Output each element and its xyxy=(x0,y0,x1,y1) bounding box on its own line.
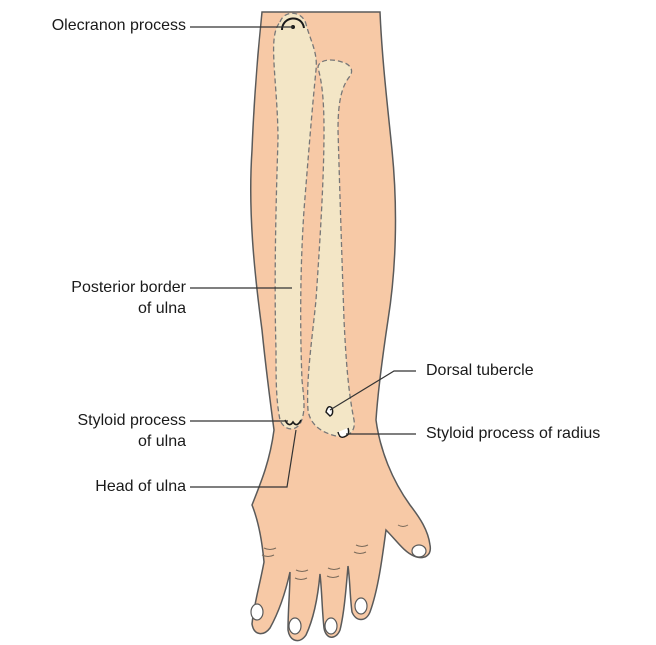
label-posterior-border-line1: Posterior border xyxy=(71,278,186,297)
label-styloid-ulna-line2: of ulna xyxy=(138,432,186,451)
label-posterior-border-line2: of ulna xyxy=(138,299,186,318)
label-styloid-process-radius: Styloid process of radius xyxy=(426,424,600,443)
label-dorsal-tubercle: Dorsal tubercle xyxy=(426,361,534,380)
label-olecranon-process: Olecranon process xyxy=(52,16,186,35)
label-head-of-ulna: Head of ulna xyxy=(95,477,186,496)
label-styloid-ulna-line1: Styloid process xyxy=(78,411,187,430)
